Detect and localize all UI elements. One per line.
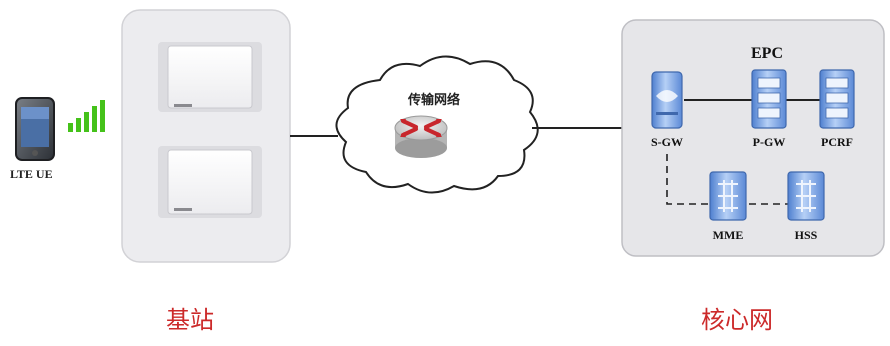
switch-icon: [787, 171, 825, 221]
pgw-label: P-GW: [753, 135, 786, 149]
sgw-node: S-GW: [651, 71, 683, 149]
base-station-unit-top: [158, 42, 262, 112]
sgw-label: S-GW: [651, 135, 683, 149]
switch-icon: [709, 171, 747, 221]
base-station-panel: [121, 9, 291, 263]
mme-node: MME: [709, 171, 747, 242]
pcrf-node: PCRF: [819, 69, 855, 149]
signal-strength-icon: [68, 100, 105, 132]
server-icon: [651, 71, 683, 129]
phone-icon: [15, 97, 55, 161]
core-network-panel: EPC S-GW P-GW: [621, 19, 885, 257]
server-icon: [819, 69, 855, 129]
server-icon: [751, 69, 787, 129]
hss-label: HSS: [795, 228, 818, 242]
transport-network-cloud: 传输网络: [335, 55, 539, 194]
base-station-caption: 基站: [166, 306, 214, 334]
link-sgw-mme-hss: [666, 154, 800, 205]
router-icon: [394, 115, 448, 158]
ue-label: LTE UE: [10, 167, 53, 181]
hss-node: HSS: [787, 171, 825, 242]
pgw-node: P-GW: [751, 69, 787, 149]
pcrf-label: PCRF: [821, 135, 853, 149]
epc-title: EPC: [751, 45, 783, 62]
core-network-caption: 核心网: [701, 306, 773, 334]
transport-network-label: 传输网络: [407, 92, 460, 108]
mme-label: MME: [713, 228, 744, 242]
ue-device: LTE UE: [10, 97, 105, 181]
base-station-unit-bottom: [158, 146, 262, 218]
